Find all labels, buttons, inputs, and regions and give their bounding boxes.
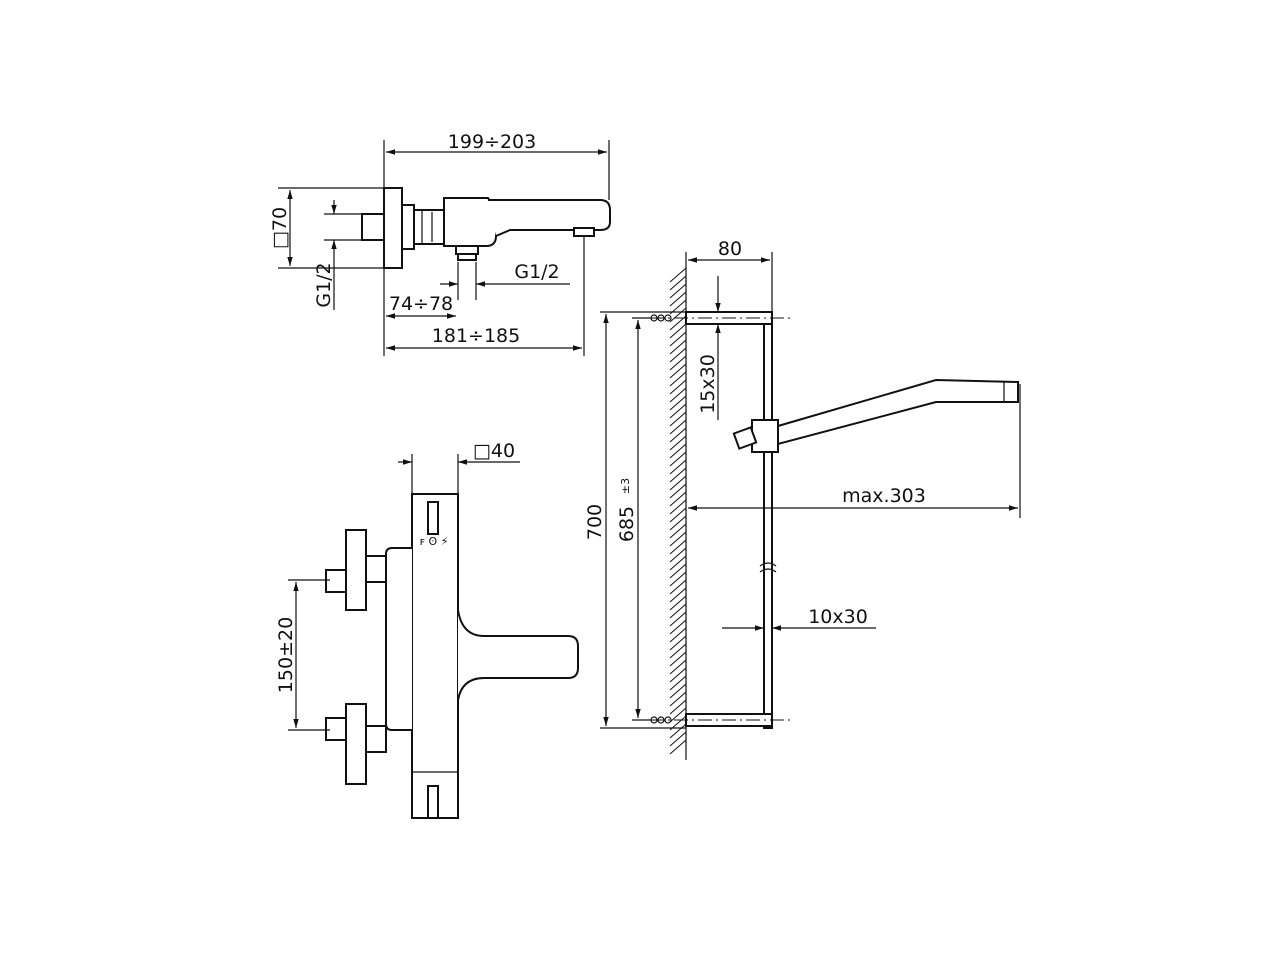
dim-inlet-offset: 74÷78 (389, 293, 453, 315)
lower-eccentric (345, 703, 367, 785)
hatch-line (669, 651, 687, 667)
dim-body-square: □40 (473, 440, 515, 462)
dim-rail-total: 700 (584, 504, 606, 540)
hatch-line (669, 507, 687, 523)
hatch-line (669, 451, 687, 467)
hatch-line (669, 411, 687, 427)
hatch-line (669, 435, 687, 451)
inlet-stub (361, 213, 385, 241)
hatch-line (669, 459, 687, 475)
wall-hatch (669, 267, 687, 755)
dim-outlet-offset: 181÷185 (432, 325, 520, 347)
dim-handshower-reach: max.303 (842, 485, 926, 507)
hatch-line (669, 371, 687, 387)
hatch-line (669, 331, 687, 347)
upper-eccentric (345, 529, 367, 611)
hatch-line (669, 691, 687, 707)
dim-inlet-spacing: 150±20 (275, 617, 297, 693)
hatch-line (669, 267, 687, 283)
hatch-line (669, 339, 687, 355)
dim-rail-inner: 685 (616, 506, 638, 542)
hatch-line (669, 683, 687, 699)
top-view: 199÷203 □70 G1/2 G1/2 74÷78 181÷185 (269, 131, 611, 356)
hatch-line (669, 603, 687, 619)
hatch-line (669, 619, 687, 635)
slide-rail (763, 317, 773, 729)
hatch-line (669, 403, 687, 419)
hatch-line (669, 635, 687, 651)
svg-text:ꜰ ʘ ⚡: ꜰ ʘ ⚡ (420, 535, 449, 548)
hatch-line (669, 275, 687, 291)
hatch-line (669, 307, 687, 323)
hatch-line (669, 443, 687, 459)
rail-view: 700 685 ±3 80 15x30 max.303 10x30 (584, 238, 1021, 760)
hatch-line (669, 571, 687, 587)
front-spout (457, 609, 579, 701)
hatch-line (669, 387, 687, 403)
dim-inlet-thread: G1/2 (313, 262, 335, 307)
wall-rosette (383, 187, 403, 269)
hatch-line (669, 483, 687, 499)
hatch-line (669, 467, 687, 483)
hatch-line (669, 539, 687, 555)
hatch-line (669, 291, 687, 307)
hatch-line (669, 675, 687, 691)
hatch-line (669, 547, 687, 563)
dim-outlet-thread: G1/2 (514, 261, 559, 283)
hatch-line (669, 643, 687, 659)
dim-rail-tolerance: ±3 (619, 478, 632, 494)
hatch-line (669, 739, 687, 755)
hatch-line (669, 659, 687, 675)
hatch-line (669, 419, 687, 435)
hatch-line (669, 531, 687, 547)
dim-bracket-section: 15x30 (697, 354, 719, 414)
hatch-line (669, 475, 687, 491)
hatch-line (669, 595, 687, 611)
dim-rail-section: 10x30 (808, 606, 868, 628)
hatch-line (669, 427, 687, 443)
hatch-line (669, 355, 687, 371)
front-view: ꜰ ʘ ⚡ □40 150±20 (275, 440, 579, 819)
hatch-line (669, 611, 687, 627)
hatch-line (669, 523, 687, 539)
hatch-line (669, 587, 687, 603)
hatch-line (669, 347, 687, 363)
hatch-line (669, 363, 687, 379)
hatch-line (669, 707, 687, 723)
dim-spout-length: 199÷203 (448, 131, 536, 153)
hatch-line (669, 499, 687, 515)
faucet-body (443, 197, 497, 247)
hatch-line (669, 731, 687, 747)
hatch-line (669, 667, 687, 683)
slider (751, 419, 779, 453)
hatch-line (669, 515, 687, 531)
hatch-line (669, 283, 687, 299)
hatch-line (669, 579, 687, 595)
hatch-line (669, 723, 687, 739)
hatch-line (669, 555, 687, 571)
dim-rosette-square: □70 (269, 207, 291, 249)
hatch-line (669, 699, 687, 715)
hatch-line (669, 379, 687, 395)
hatch-line (669, 627, 687, 643)
hatch-line (669, 323, 687, 339)
hatch-line (669, 491, 687, 507)
hatch-line (669, 395, 687, 411)
dim-rail-projection: 80 (718, 238, 742, 260)
hatch-line (669, 563, 687, 579)
handshower (777, 378, 1019, 446)
